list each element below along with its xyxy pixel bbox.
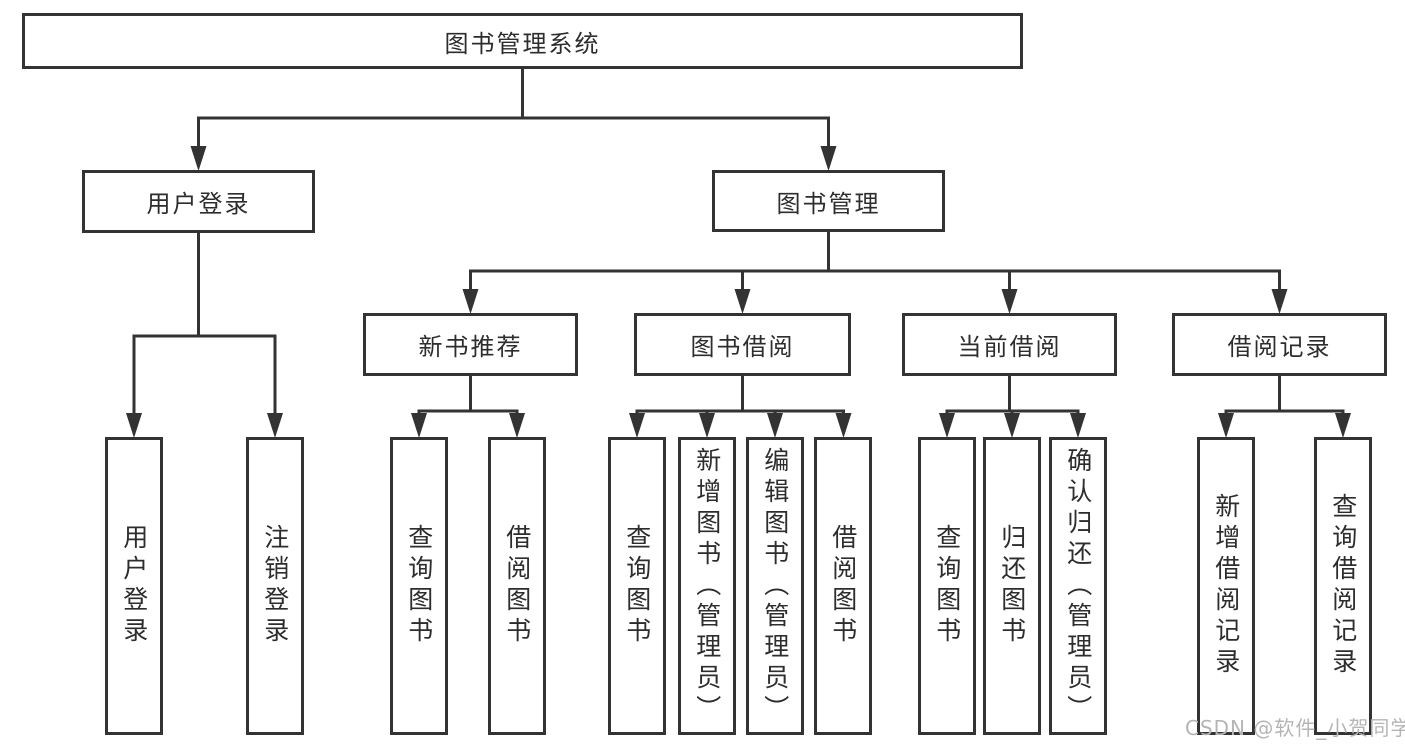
edge-current-borrowing-to-leaves [939,376,1086,438]
node-book-borrowing: 图书借阅 [634,313,851,376]
leaf-logout: 注销登录 [246,437,304,735]
edge-borrowing-records-to-leaves [1218,376,1351,438]
leaf-br-add-record: 新增借阅记录 [1197,437,1255,735]
node-borrowing-records: 借阅记录 [1172,313,1387,376]
leaf-bb-query-book: 查询图书 [608,437,666,735]
leaf-br-query-record: 查询借阅记录 [1314,437,1372,735]
leaf-nbr-borrow-book: 借阅图书 [488,437,546,735]
edge-book-management-to-level3 [462,232,1288,314]
node-new-book-recommend: 新书推荐 [363,313,578,376]
node-book-management: 图书管理 [712,170,945,232]
watermark: CSDN @软件_小贺同学 [1185,716,1405,740]
edge-new-book-recommend-to-leaves [411,376,525,438]
leaf-cb-query-book: 查询图书 [918,437,976,735]
edge-root-to-level2 [190,67,837,171]
node-current-borrowing: 当前借阅 [902,313,1117,376]
node-root: 图书管理系统 [22,13,1023,69]
leaf-cb-return-book: 归还图书 [983,437,1041,735]
edge-user-login-to-leaves [126,233,283,438]
leaf-user-login: 用户登录 [105,437,163,735]
leaf-bb-borrow-book: 借阅图书 [814,437,872,735]
leaf-bb-add-book-admin: 新增图书（管理员） [678,437,736,735]
node-user-login: 用户登录 [82,170,315,233]
leaf-cb-confirm-return-admin: 确认归还（管理员） [1049,437,1107,735]
edge-book-borrowing-to-leaves [629,376,852,438]
leaf-bb-edit-book-admin: 编辑图书（管理员） [746,437,804,735]
leaf-nbr-query-book: 查询图书 [390,437,448,735]
